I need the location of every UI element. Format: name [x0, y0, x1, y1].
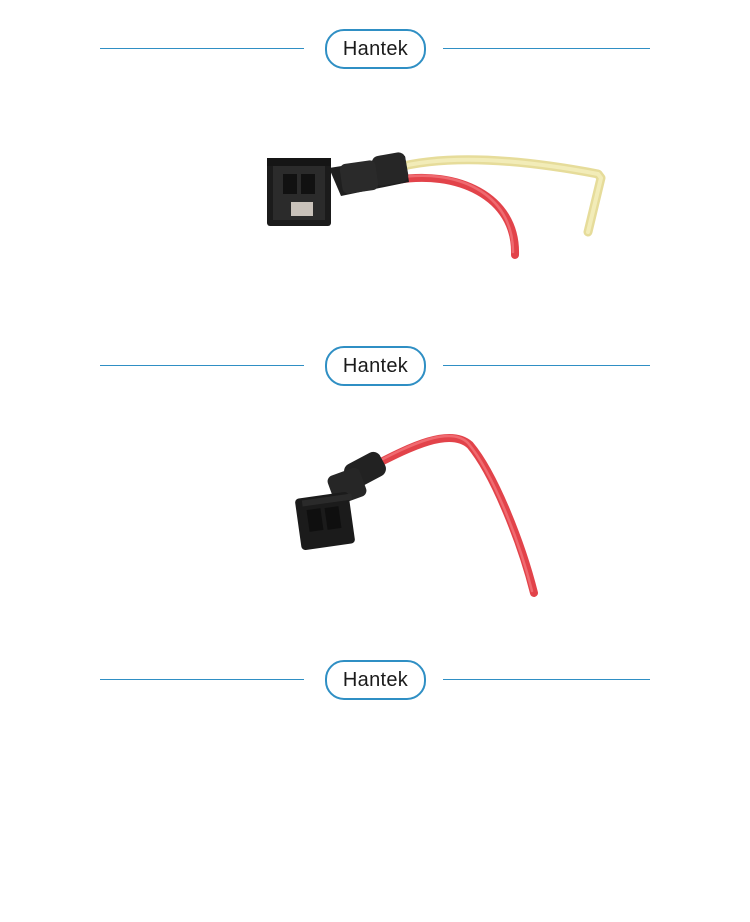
divider-line-right: [443, 365, 650, 366]
section-divider-1: Hantek: [0, 29, 750, 69]
product-image-connector-single-wire: [295, 433, 538, 597]
divider-line-right: [443, 679, 650, 680]
divider-line-right: [443, 48, 650, 49]
divider-line-left: [100, 48, 304, 49]
brand-badge: Hantek: [325, 346, 426, 386]
brand-badge: Hantek: [325, 29, 426, 69]
section-divider-2: Hantek: [0, 346, 750, 386]
section-divider-3: Hantek: [0, 660, 750, 700]
divider-line-left: [100, 365, 304, 366]
brand-badge: Hantek: [325, 660, 426, 700]
product-image-connector-two-wire: [267, 152, 606, 259]
divider-line-left: [100, 679, 304, 680]
